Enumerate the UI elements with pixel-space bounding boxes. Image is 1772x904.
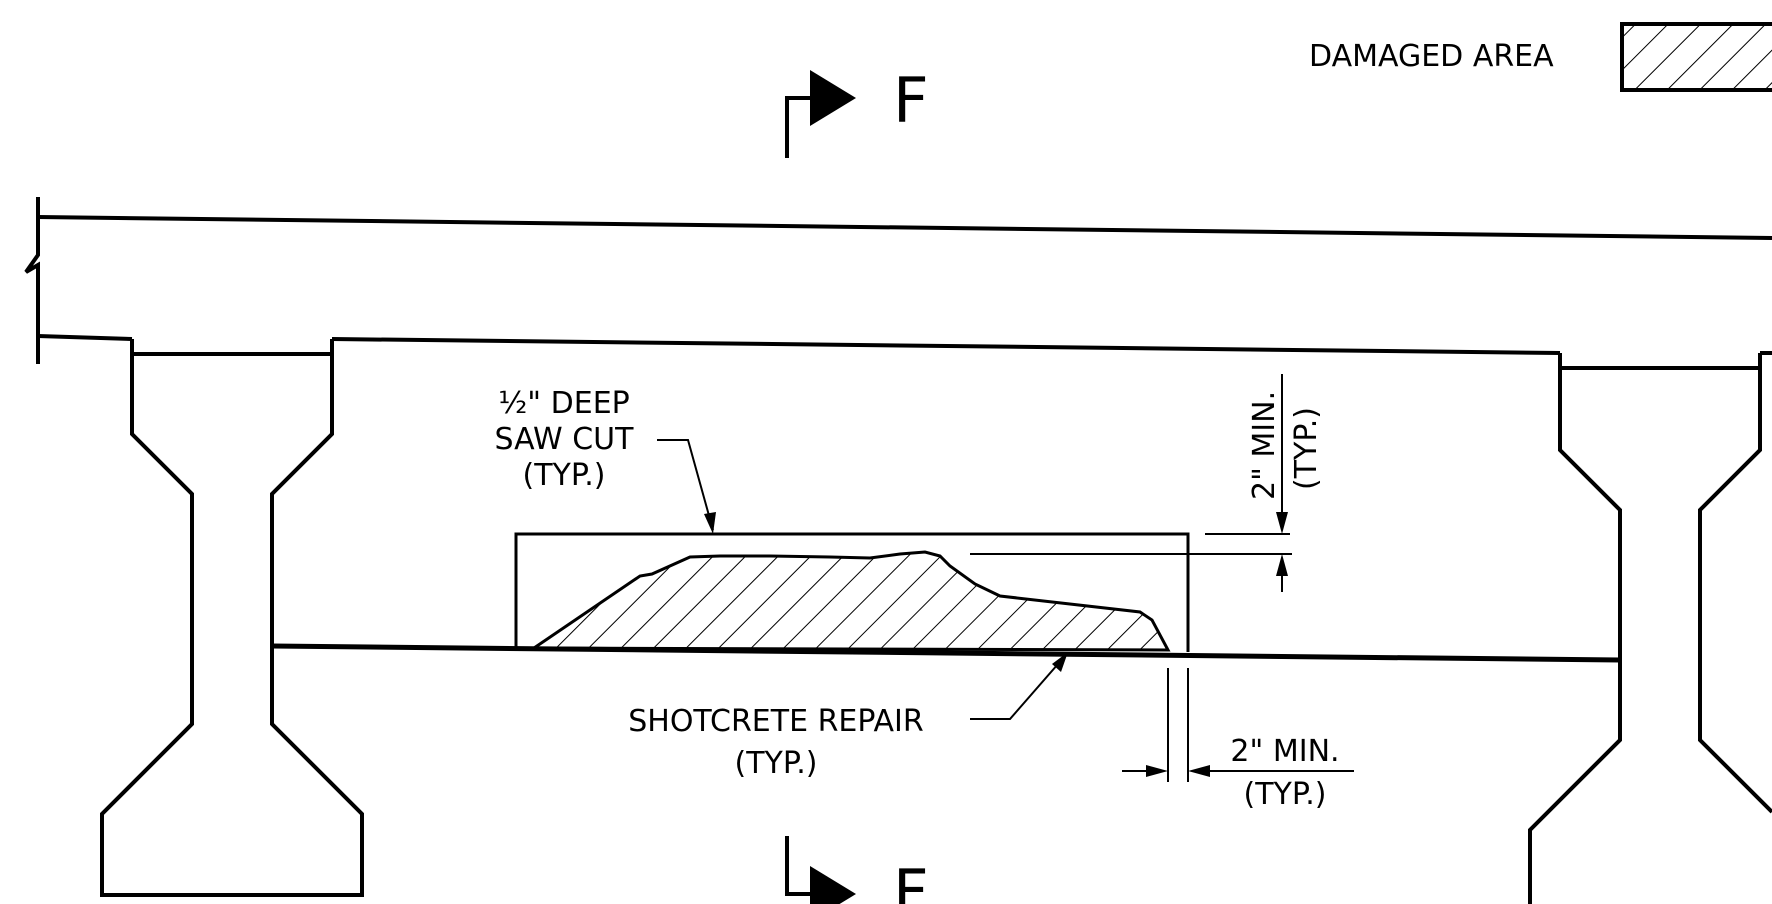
girder-right-left-face xyxy=(1528,368,1622,904)
girder-right xyxy=(1558,353,1772,814)
section-mark-bottom: F xyxy=(785,836,929,904)
horizontal-dimension xyxy=(1122,668,1354,782)
shotcrete-leader xyxy=(970,652,1068,720)
section-line-top xyxy=(785,96,810,158)
section-letter-top: F xyxy=(893,64,929,137)
legend-swatch-border xyxy=(1620,22,1772,92)
girder-left xyxy=(100,339,364,897)
vertical-dim-line2: (TYP.) xyxy=(1289,407,1324,490)
damaged-area xyxy=(529,550,1171,652)
legend-label: DAMAGED AREA xyxy=(1309,39,1554,74)
saw-cut-note-line3: (TYP.) xyxy=(522,458,605,493)
legend: DAMAGED AREA xyxy=(1309,22,1772,92)
vertical-dim-arrow-bottom xyxy=(1276,554,1288,576)
saw-cut-note-line1: ½" DEEP xyxy=(498,386,630,421)
shotcrete-note-line1: SHOTCRETE REPAIR xyxy=(628,704,924,739)
legend-swatch-hatch xyxy=(1622,24,1772,90)
deck-bottom-left xyxy=(37,334,133,341)
horizontal-dim-line1: 2" MIN. xyxy=(1230,734,1339,769)
saw-cut-note-line2: SAW CUT xyxy=(495,422,635,457)
horizontal-dim-arrow-left xyxy=(1146,765,1168,777)
section-arrow-bottom xyxy=(810,866,856,904)
deck-slab xyxy=(24,197,1772,364)
vertical-dim-line1: 2" MIN. xyxy=(1247,391,1282,500)
horizontal-dim-arrow-right xyxy=(1188,765,1210,777)
section-mark-top: F xyxy=(785,64,929,158)
shotcrete-note: SHOTCRETE REPAIR (TYP.) xyxy=(628,704,924,781)
saw-cut-note: ½" DEEP SAW CUT (TYP.) xyxy=(495,386,635,493)
saw-cut-boundary xyxy=(514,532,1190,652)
deck-bottom-main xyxy=(331,337,1561,355)
deck-top-line xyxy=(37,215,1772,240)
saw-cut-leader xyxy=(657,439,716,534)
section-line-bottom xyxy=(785,836,810,896)
vertical-dimension xyxy=(970,374,1292,592)
slab-soffit xyxy=(271,643,1621,663)
shotcrete-note-line2: (TYP.) xyxy=(734,746,817,781)
vertical-dim-arrow-top xyxy=(1276,512,1288,534)
break-line xyxy=(24,197,40,364)
section-arrow-top xyxy=(810,70,856,126)
horizontal-dim-line2: (TYP.) xyxy=(1243,777,1326,812)
section-letter-bottom: F xyxy=(893,856,929,904)
